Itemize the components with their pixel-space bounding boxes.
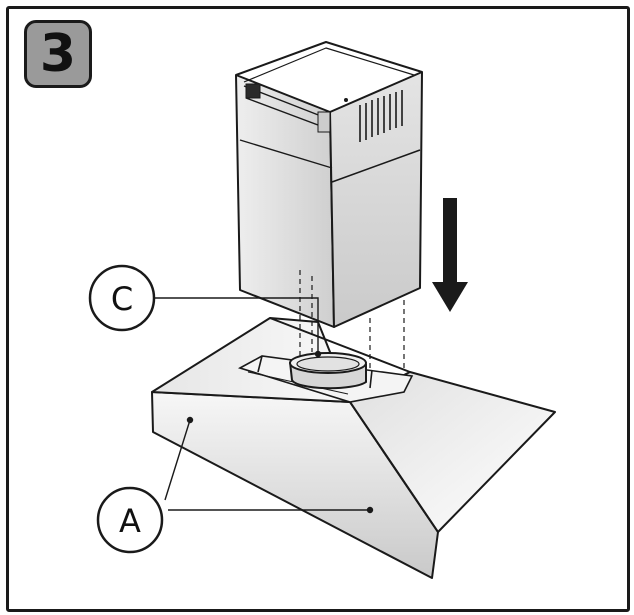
callout-c-label: C: [111, 280, 133, 318]
step-number-badge: 3: [24, 20, 92, 88]
callout-a-label: A: [119, 502, 141, 540]
hood-canopy: [151, 317, 556, 579]
chimney-details: [239, 83, 421, 183]
chimney-cover: [235, 41, 423, 328]
down-arrow-icon: [432, 198, 468, 312]
callout-a: A: [96, 486, 164, 554]
chimney-right-face: [329, 71, 423, 328]
callout-c: C: [88, 264, 156, 332]
leader-lines: [154, 297, 374, 514]
outlet-collar: [289, 352, 367, 390]
vent-slots: [359, 90, 403, 142]
alignment-guides: [299, 270, 405, 372]
